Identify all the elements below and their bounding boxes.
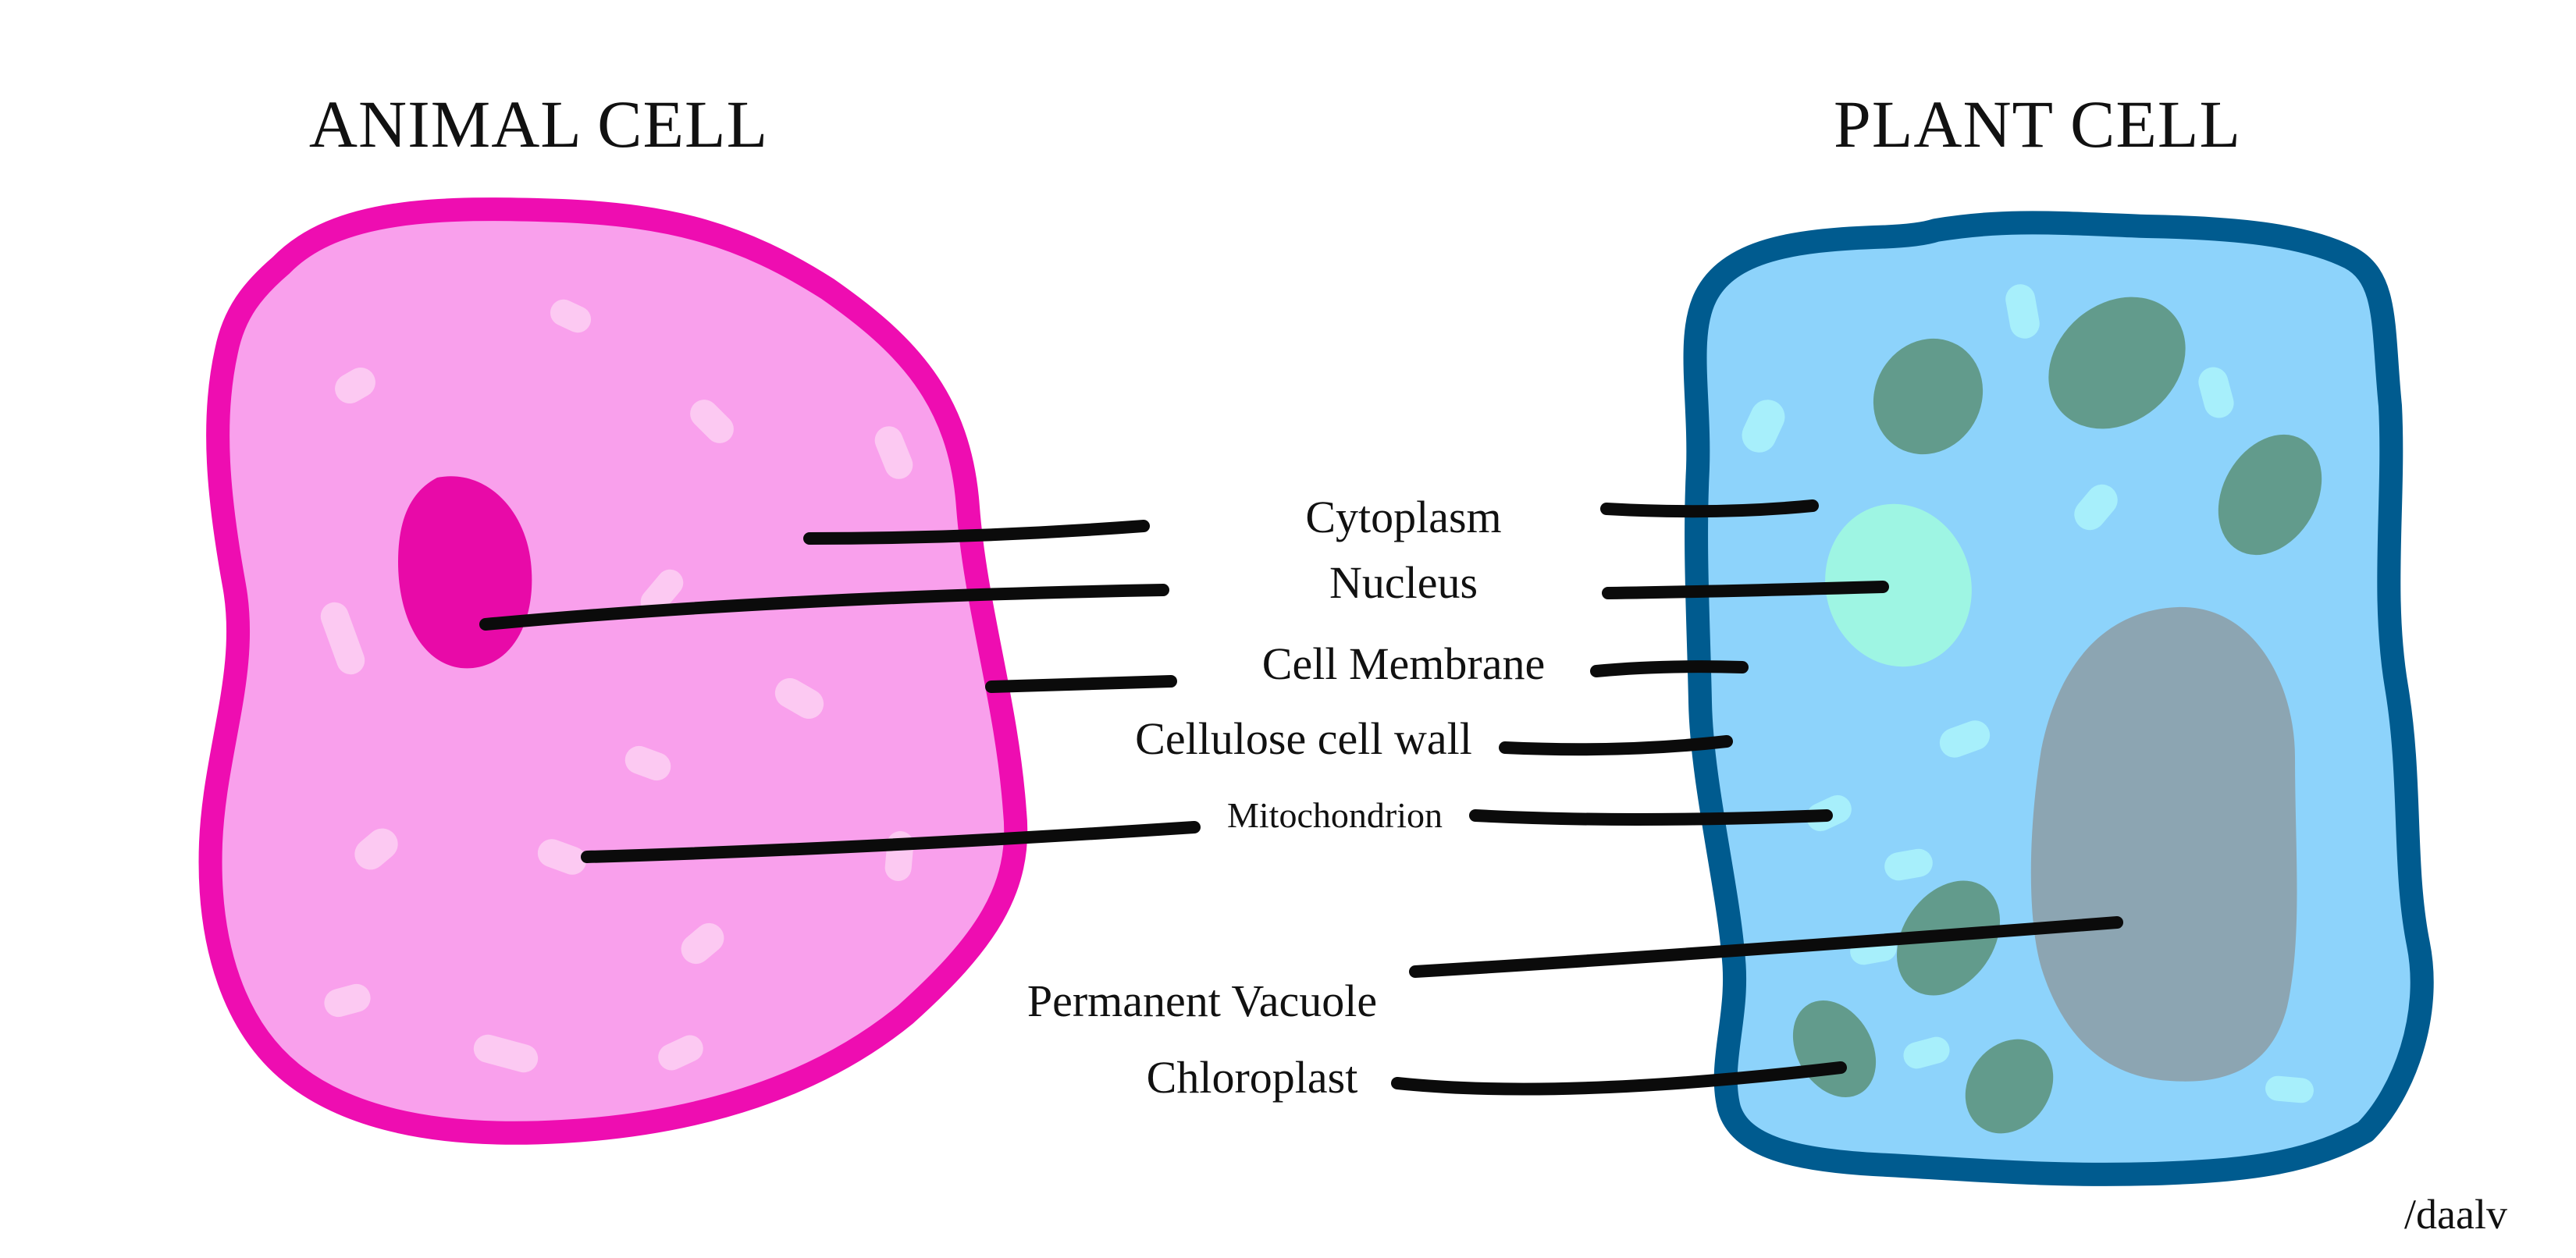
leader-line-plant-vacuole [1409, 916, 2123, 978]
leader-line-animal-cytoplasm [803, 520, 1150, 545]
plant-chloroplasts [1792, 297, 2322, 1134]
leader-lines [479, 499, 2123, 1096]
leader-line-animal-membrane [985, 675, 1177, 693]
leader-line-plant-nucleus [1602, 581, 1889, 599]
label-nucleus: Nucleus [1329, 557, 1478, 608]
animal-cell-title: ANIMAL CELL [309, 87, 768, 162]
label-mitochondrion: Mitochondrion [1227, 795, 1443, 835]
plant-nucleus [1825, 503, 1972, 667]
plant-permanent-vacuole [2030, 606, 2297, 1082]
label-chloroplast: Chloroplast [1147, 1052, 1358, 1103]
label-permanent-vacuole: Permanent Vacuole [1027, 975, 1377, 1026]
leader-line-plant-chloroplast [1391, 1061, 1847, 1096]
leader-line-animal-nucleus [479, 584, 1169, 631]
leader-line-plant-mitochondrion [1469, 809, 1833, 826]
label-cell-membrane: Cell Membrane [1262, 638, 1545, 689]
plant-cell [1683, 211, 2434, 1186]
plant-cell-title: PLANT CELL [1834, 87, 2241, 162]
leader-line-plant-cell-wall [1499, 735, 1733, 756]
label-cytoplasm: Cytoplasm [1305, 492, 1501, 542]
animal-cell-membrane [198, 197, 1028, 1145]
leader-line-plant-membrane [1590, 660, 1749, 677]
label-cellulose-cell-wall: Cellulose cell wall [1135, 713, 1472, 764]
signature: /daalv [2404, 1191, 2507, 1238]
leader-line-plant-cytoplasm [1600, 499, 1819, 518]
animal-cell [198, 197, 1028, 1145]
leader-line-animal-mitochondrion [581, 821, 1201, 863]
